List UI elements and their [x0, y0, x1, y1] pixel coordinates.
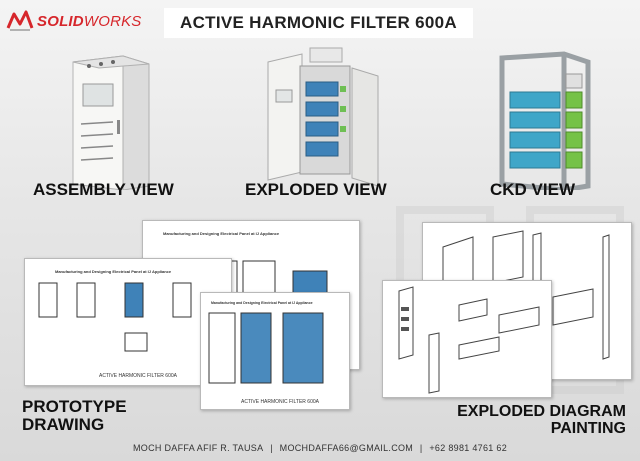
author-phone: +62 8981 4761 62: [429, 443, 507, 453]
sheet-front-name: ACTIVE HARMONIC FILTER 600A: [241, 399, 319, 405]
sheet-left-title: Manufacturing and Designing Electrical P…: [55, 269, 172, 274]
sheet-front-drawing: [208, 312, 324, 384]
drawing-sheet-left: Manufacturing and Designing Electrical P…: [24, 258, 232, 386]
sheet-left-drawing: [38, 282, 192, 352]
solidworks-logo: SOLIDWORKS: [6, 10, 142, 32]
exploded-diagram-painting-label: EXPLODED DIAGRAM PAINTING: [457, 403, 626, 437]
ckd-view-render: [499, 51, 591, 190]
sheet-front-title: Manufacturing and Designing Electrical P…: [211, 301, 313, 305]
assembly-view-render: [72, 55, 150, 190]
page-title: ACTIVE HARMONIC FILTER 600A: [180, 13, 457, 32]
exploded-view-label: EXPLODED VIEW: [245, 180, 387, 199]
sheet-back-title: Manufacturing and Designing Electrical P…: [163, 231, 280, 236]
drawing-sheet-front: Manufacturing and Designing Electrical P…: [200, 292, 350, 410]
ckd-view-label: CKD VIEW: [490, 180, 575, 199]
author-name: MOCH DAFFA AFIF R. TAUSA: [133, 443, 264, 453]
prototype-drawing-label: PROTOTYPE DRAWING: [22, 397, 127, 434]
title-box: ACTIVE HARMONIC FILTER 600A: [164, 8, 473, 38]
author-email: MOCHDAFFA66@GMAIL.COM: [279, 443, 414, 453]
assembly-view-label: ASSEMBLY VIEW: [33, 180, 174, 199]
exploded-sheet-front: [382, 280, 552, 398]
brand-name: SOLIDWORKS: [37, 12, 142, 30]
sheet-left-name: ACTIVE HARMONIC FILTER 600A: [99, 373, 177, 379]
exploded-view-render: [267, 47, 379, 187]
footer-contact: MOCH DAFFA AFIF R. TAUSA | MOCHDAFFA66@G…: [133, 443, 507, 453]
exploded-sheet-front-drawing: [398, 286, 540, 394]
solidworks-logo-icon: [6, 10, 34, 31]
